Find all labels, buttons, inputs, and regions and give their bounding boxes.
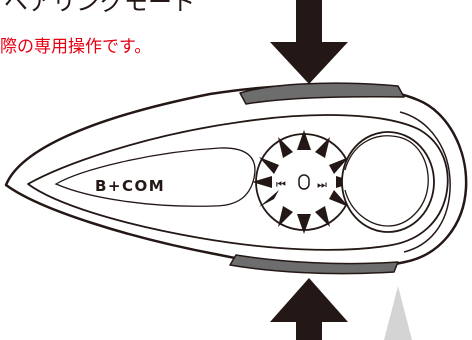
button-left-symbol: ⏮ <box>276 178 286 191</box>
brand-logo: B+COM <box>95 177 165 195</box>
center-slot <box>298 174 310 190</box>
heading-partial: ペアリングモード <box>4 0 196 16</box>
right-dial <box>341 131 435 233</box>
button-right-symbol: ⏭ <box>317 178 327 191</box>
device-side-molding <box>399 111 451 253</box>
instruction-caption: 際の専用操作です。 <box>0 37 152 57</box>
logo-inset <box>54 147 256 207</box>
arrow-up-icon <box>270 278 348 340</box>
top-button <box>239 82 405 105</box>
arrow-down-icon <box>270 0 348 84</box>
wheel-teeth <box>252 130 356 234</box>
right-dial-inner <box>344 135 429 227</box>
callout-tab <box>384 286 412 340</box>
bottom-button <box>229 254 399 275</box>
